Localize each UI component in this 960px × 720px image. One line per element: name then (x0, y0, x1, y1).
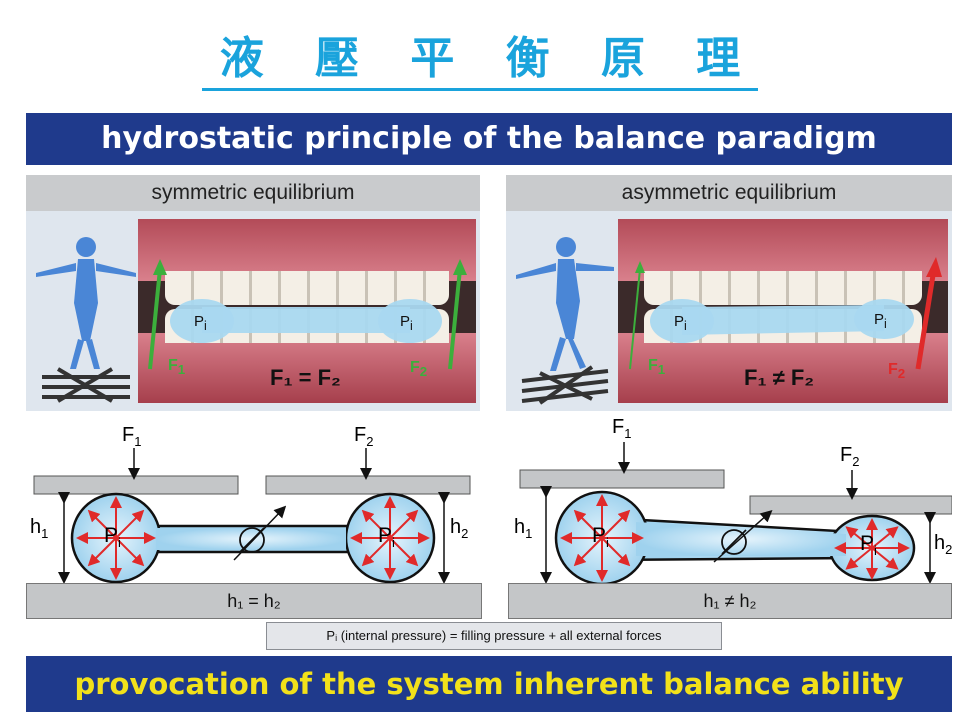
right-diagram-h2: h2 (934, 532, 952, 557)
left-mouth-photo: Pi Pi F1 F2 F₁ = F₂ (138, 219, 476, 403)
left-panel-heading: symmetric equilibrium (26, 175, 480, 211)
balance-figure-icon (36, 237, 136, 403)
left-diagram-pi-1: Pi (104, 524, 121, 551)
left-force-arrow-1 (148, 268, 162, 370)
right-mouth-photo: Pi Pi F1 F2 F₁ ≠ F₂ (618, 219, 948, 403)
right-photo: Pi Pi F1 F2 F₁ ≠ F₂ (506, 211, 952, 411)
left-diagram-h2: h2 (450, 516, 469, 541)
right-diagram-f1: F1 (612, 416, 632, 441)
left-valve-icon (239, 527, 265, 553)
right-photo-f1: F1 (648, 357, 666, 378)
left-photo-f2: F2 (410, 359, 428, 380)
left-hydrostatic-diagram (33, 448, 471, 584)
right-diagram-pi-2: Pi (860, 532, 877, 559)
page-title-text: 液 壓 平 衡 原 理 (201, 33, 759, 91)
left-photo: Pi Pi F1 F2 F₁ = F₂ (26, 211, 480, 411)
right-diagram-h1: h1 (514, 516, 533, 541)
left-base-equation: h₁ = h₂ (26, 583, 482, 619)
right-cushion-shape (650, 299, 914, 343)
right-photo-f2: F2 (888, 361, 906, 382)
right-diagram-pi-1: Pi (592, 524, 609, 551)
left-plate-1 (33, 475, 239, 495)
left-diagram-pi-2: Pi (378, 524, 395, 551)
top-banner: hydrostatic principle of the balance par… (26, 113, 952, 165)
right-force-arrow-1 (629, 268, 641, 370)
bottom-banner: provocation of the system inherent balan… (26, 656, 952, 712)
right-base-equation: h₁ ≠ h₂ (508, 583, 952, 619)
asymmetric-balance-figure-icon (516, 237, 614, 405)
left-cushion-shape (170, 299, 442, 343)
left-diagram-f2: F2 (354, 424, 374, 449)
left-photo-pi-2: Pi (400, 313, 413, 333)
left-photo-equation: F₁ = F₂ (270, 365, 341, 390)
left-diagram-f1: F1 (122, 424, 142, 449)
internal-pressure-legend: Pᵢ (internal pressure) = filling pressur… (266, 622, 722, 650)
right-photo-pi-2: Pi (874, 311, 887, 331)
left-force-arrow-2 (448, 268, 462, 370)
page-title: 液 壓 平 衡 原 理 (0, 22, 960, 91)
right-diagram-f2: F2 (840, 444, 860, 469)
right-valve-icon (721, 529, 747, 555)
left-photo-pi-1: Pi (194, 313, 207, 333)
right-hydrostatic-diagram (519, 442, 952, 584)
right-photo-equation: F₁ ≠ F₂ (744, 365, 815, 390)
right-panel-heading: asymmetric equilibrium (506, 175, 952, 211)
right-photo-pi-1: Pi (674, 313, 687, 333)
left-photo-f1: F1 (168, 357, 186, 378)
left-plate-2 (265, 475, 471, 495)
left-diagram-h1: h1 (30, 516, 49, 541)
right-force-arrow-2 (915, 268, 937, 370)
right-plate-2 (749, 495, 952, 515)
right-plate-1 (519, 469, 725, 489)
